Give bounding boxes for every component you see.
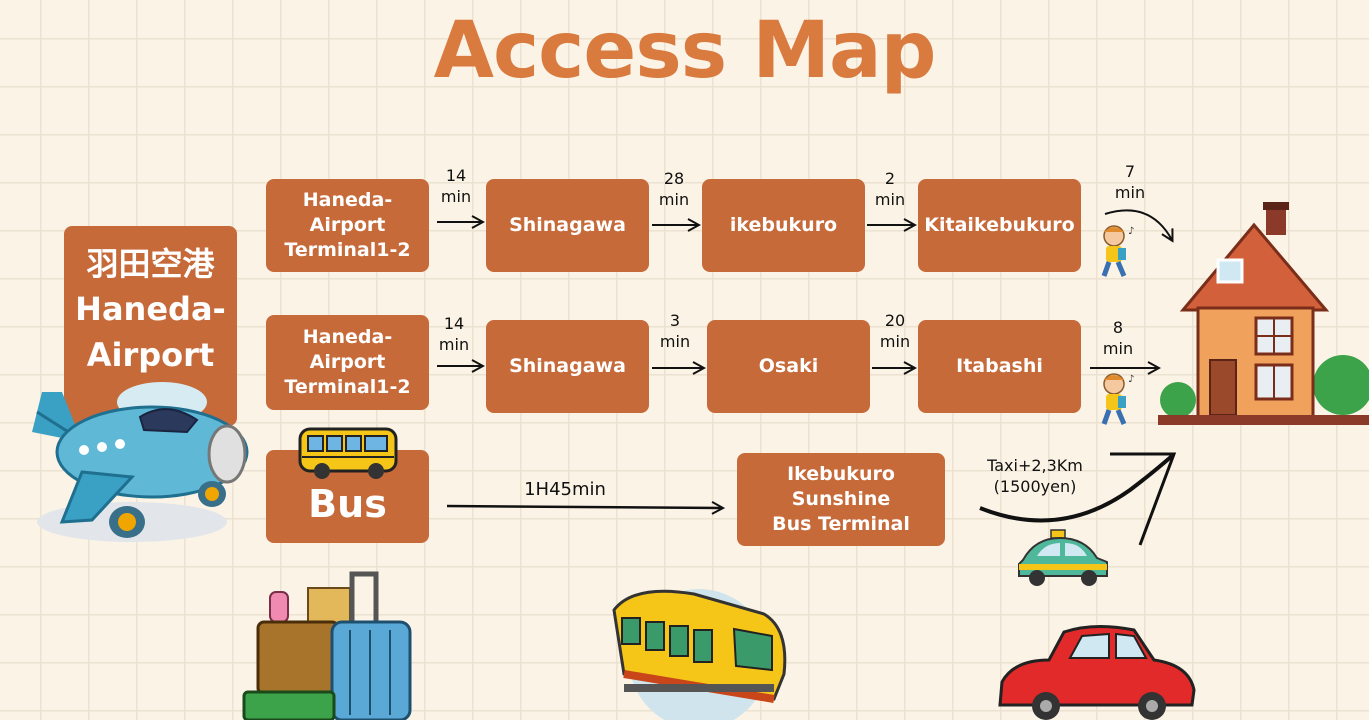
r2-station-2: Shinagawa bbox=[486, 320, 649, 413]
r1-station-3: ikebukuro bbox=[702, 179, 865, 272]
taxi-label: Taxi+2,3Km(1500yen) bbox=[987, 456, 1083, 496]
r2-s2-l1: Shinagawa bbox=[509, 355, 626, 378]
train-icon bbox=[612, 589, 787, 720]
r1-station-2: Shinagawa bbox=[486, 179, 649, 272]
arrow-r1-4 bbox=[1104, 209, 1172, 240]
r2-s1-l2: Terminal1-2 bbox=[284, 375, 411, 398]
svg-text:♪: ♪ bbox=[1128, 226, 1134, 237]
r2-station-4: Itabashi bbox=[918, 320, 1081, 413]
walking-child-icon-2: ♪ bbox=[1101, 373, 1134, 425]
bus-label: Bus bbox=[308, 481, 387, 526]
r2-station-3: Osaki bbox=[707, 320, 870, 413]
origin-line2: Airport bbox=[86, 335, 215, 374]
r1-station-4: Kitaikebukuro bbox=[918, 179, 1081, 272]
terminal-l2: Bus Terminal bbox=[772, 512, 910, 535]
r2-s4-l1: Itabashi bbox=[956, 355, 1043, 378]
r2-s1-l1: Haneda-Airport bbox=[302, 326, 393, 374]
origin-kanji: 羽田空港 bbox=[86, 245, 215, 283]
r1-s3-l1: ikebukuro bbox=[729, 214, 838, 237]
house-icon bbox=[1158, 202, 1369, 425]
r1-s1-l1: Haneda-Airport bbox=[302, 189, 393, 237]
arrow-bus bbox=[446, 506, 722, 508]
origin-line1: Haneda- bbox=[75, 290, 226, 329]
bus-icon bbox=[298, 427, 398, 479]
r1-s1-l2: Terminal1-2 bbox=[284, 238, 411, 261]
r1-s4-l1: Kitaikebukuro bbox=[924, 214, 1075, 237]
terminal-l1: Ikebukuro Sunshine bbox=[787, 463, 895, 511]
taxi-icon bbox=[1018, 529, 1108, 586]
airplane-icon bbox=[32, 382, 249, 542]
bus-duration-label: 1H45min bbox=[524, 479, 606, 500]
arrow-taxi bbox=[979, 454, 1174, 523]
luggage-icon bbox=[242, 571, 412, 720]
svg-text:♪: ♪ bbox=[1128, 374, 1134, 385]
haneda-airport-box: 羽田空港 Haneda- Airport bbox=[64, 226, 237, 426]
r1-s2-l1: Shinagawa bbox=[509, 214, 626, 237]
page-title: Access Map bbox=[433, 6, 937, 96]
walking-child-icon: ♪ bbox=[1101, 225, 1134, 277]
r2-s3-l1: Osaki bbox=[758, 355, 819, 378]
red-car-icon bbox=[998, 624, 1196, 720]
